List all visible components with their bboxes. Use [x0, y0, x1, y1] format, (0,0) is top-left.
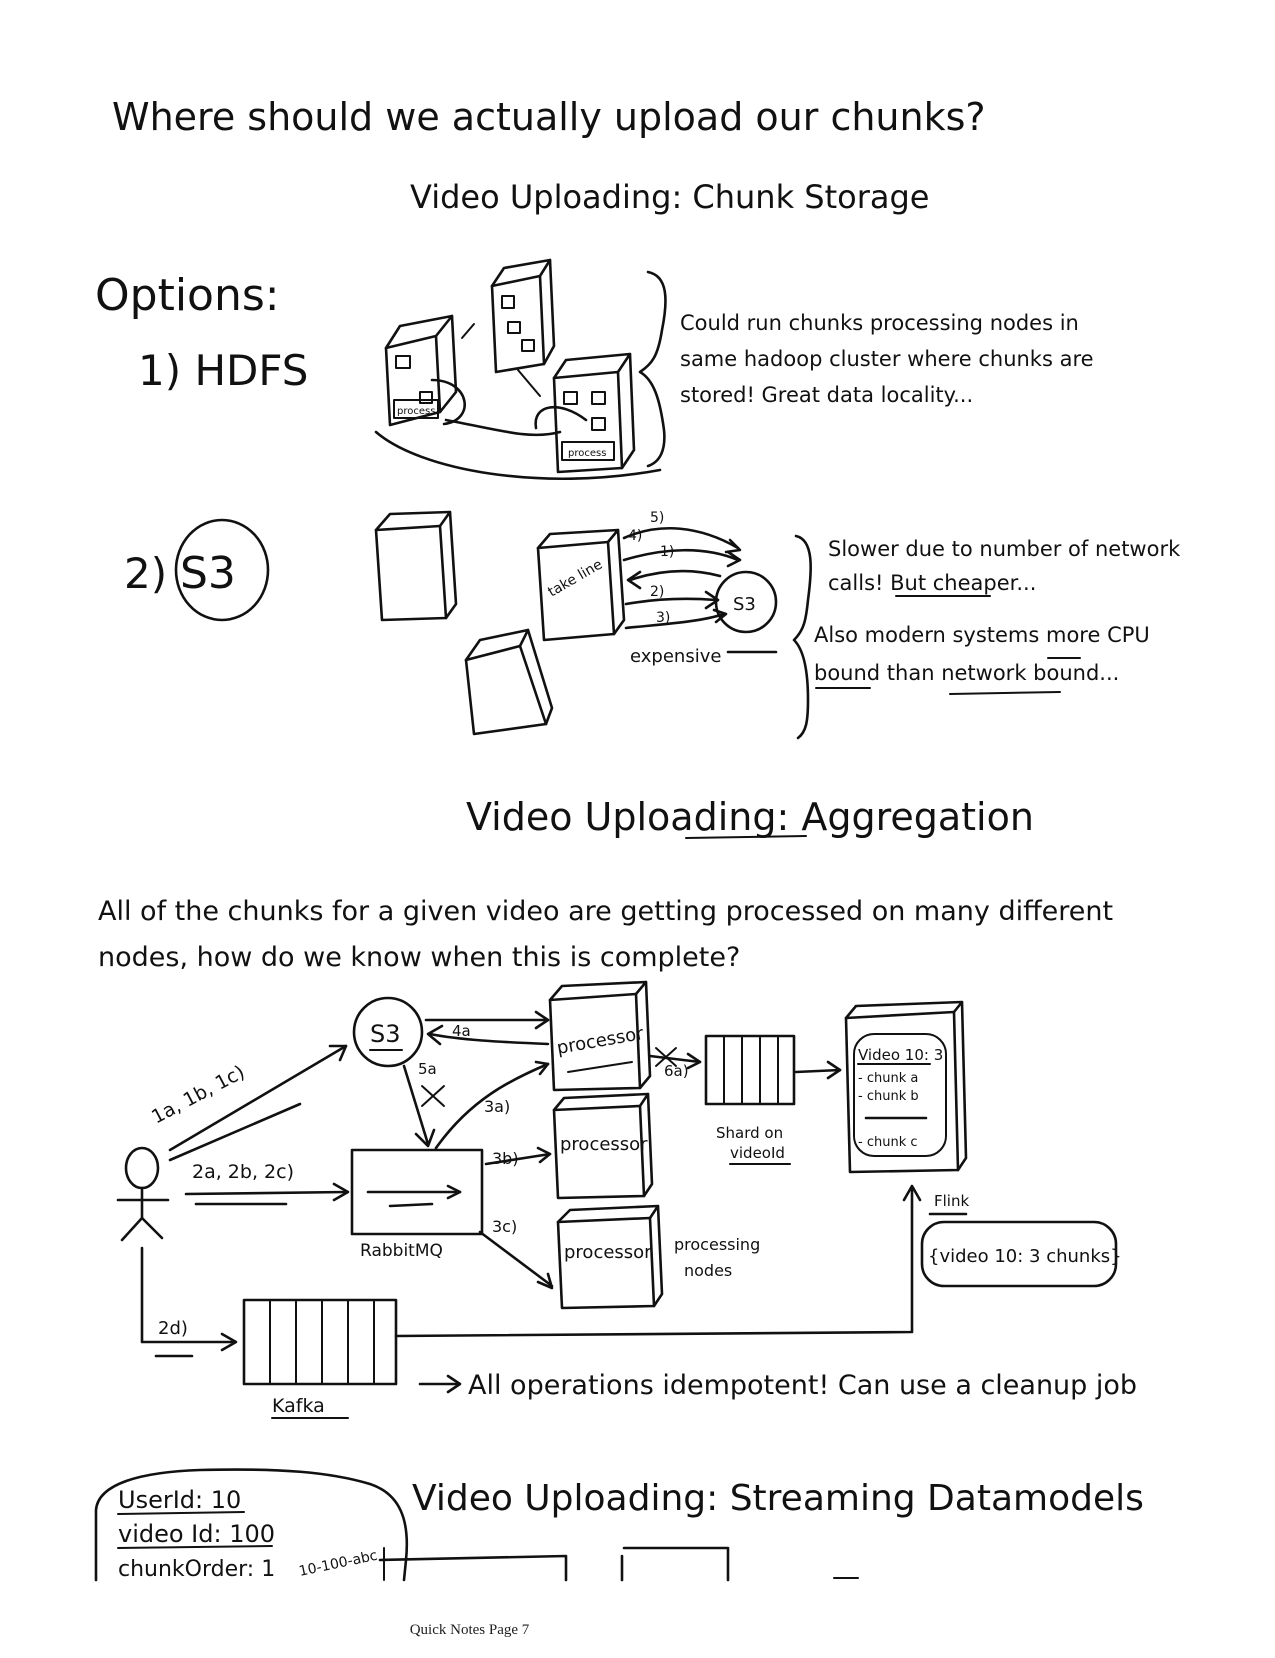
edge-label-s3-to-mq: 5a	[418, 1060, 437, 1078]
processing-nodes-label-2: nodes	[684, 1261, 732, 1280]
user-figure	[116, 1146, 170, 1242]
rabbitmq-label: RabbitMQ	[360, 1241, 443, 1261]
flink-input-label: {video 10: 3 chunks}	[928, 1246, 1122, 1267]
option-hdfs-label: 1) HDFS	[138, 346, 308, 395]
storage-section-title: Video Uploading: Chunk Storage	[410, 178, 929, 216]
kafka-queue	[242, 1298, 398, 1386]
record-line-chunkorder: chunkOrder: 1	[118, 1557, 275, 1582]
hdfs-node-right: process	[552, 352, 636, 474]
flink-label: Flink	[934, 1192, 969, 1210]
s3-step-2: 2)	[650, 584, 664, 600]
edge-label-processor-to-queue: 6a)	[664, 1062, 689, 1080]
question-heading: Where should we actually upload our chun…	[112, 95, 986, 139]
sharded-queue	[704, 1034, 796, 1106]
sharded-label-1: Shard on	[716, 1124, 783, 1142]
hdfs-left-process-label: process	[397, 406, 435, 417]
flink-state-line-4: - chunk c	[858, 1135, 918, 1150]
processor-node-1: processor	[548, 980, 652, 1092]
processor-1-label: processor	[555, 1023, 645, 1059]
option-s3-label: S3	[180, 548, 236, 599]
processor-3-label: processor	[564, 1242, 652, 1263]
s3-note-line-2: calls! But cheaper...	[828, 571, 1036, 595]
s3-option-diagram: take line S3 5) 4) 1) 2) 3) expensive	[374, 510, 812, 740]
flink-state-line-3: - chunk b	[858, 1089, 919, 1104]
options-label: Options:	[95, 270, 280, 321]
edge-label-user-to-kafka: 2d)	[158, 1318, 188, 1339]
s3-step-3: 3)	[656, 610, 670, 626]
processor-node-3: processor	[556, 1204, 664, 1310]
edge-label-mq-to-p1: 3a)	[484, 1097, 510, 1116]
s3-expensive-label: expensive	[630, 646, 721, 667]
s3-machine-label: take line	[545, 557, 605, 601]
edge-label-mq-to-p2: 3b)	[492, 1149, 519, 1168]
sharded-label-2: videoId	[730, 1144, 785, 1162]
record-line-videoid: video Id: 100	[118, 1520, 275, 1548]
processing-nodes-label-1: processing	[674, 1235, 760, 1254]
idempotent-note: All operations idempotent! Can use a cle…	[468, 1370, 1137, 1401]
edge-label-processor-to-s3: 4a	[452, 1022, 471, 1040]
s3-note: Slower due to number of network calls! B…	[814, 537, 1181, 695]
edge-label-mq-to-p3: 3c)	[492, 1217, 517, 1236]
hdfs-cluster-diagram: process process	[374, 258, 667, 481]
edge-label-user-to-s3: 1a, 1b, 1c)	[148, 1061, 248, 1128]
option-s3-number: 2)	[124, 549, 167, 598]
page-footer: Quick Notes Page 7	[0, 1622, 1275, 1639]
hdfs-node-left: process	[384, 314, 458, 427]
processor-node-2: processor	[552, 1092, 654, 1200]
s3-step-5: 5)	[650, 510, 664, 526]
flink-state-line-1: Video 10: 3	[858, 1046, 943, 1064]
chunk-record-bubble: UserId: 10 video Id: 100 chunkOrder: 1 1…	[94, 1468, 859, 1582]
aggregation-question-line-1: All of the chunks for a given video are …	[98, 896, 1113, 927]
s3-step-1: 1)	[660, 544, 674, 560]
flink-node: Video 10: 3 - chunk a - chunk b - chunk …	[844, 1000, 968, 1174]
s3-circle-label: S3	[733, 594, 756, 615]
s3-note-line-3: Also modern systems more CPU	[814, 623, 1150, 647]
hdfs-note-line-1: Could run chunks processing nodes in	[680, 311, 1079, 335]
s3-note-line-4: bound than network bound...	[814, 661, 1119, 685]
s3-note-line-1: Slower due to number of network	[828, 537, 1181, 561]
flink-state-line-2: - chunk a	[858, 1071, 918, 1086]
processor-2-label: processor	[560, 1134, 648, 1155]
s3-step-4: 4)	[628, 528, 642, 544]
hdfs-note-line-2: same hadoop cluster where chunks are	[680, 347, 1094, 371]
chunk-key-label: 10-100-abc	[298, 1548, 379, 1580]
kafka-label: Kafka	[272, 1395, 325, 1417]
streaming-section-title: Video Uploading: Streaming Datamodels	[412, 1478, 1144, 1519]
hdfs-right-process-label: process	[568, 448, 606, 459]
hdfs-note: Could run chunks processing nodes in sam…	[680, 311, 1094, 407]
aggregation-diagram: S3 1a, 1b, 1c) 2a, 2b, 2c) RabbitMQ proc…	[116, 980, 1137, 1419]
aggregation-section-title: Video Uploading: Aggregation	[466, 795, 1034, 839]
hdfs-node-top	[490, 258, 556, 374]
record-line-userid: UserId: 10	[118, 1486, 241, 1514]
footer-text: Quick Notes Page 7	[409, 1622, 530, 1638]
hdfs-note-line-3: stored! Great data locality...	[680, 383, 973, 407]
aggregation-s3-label: S3	[370, 1020, 401, 1048]
edge-label-user-to-mq: 2a, 2b, 2c)	[192, 1161, 294, 1183]
aggregation-question-line-2: nodes, how do we know when this is compl…	[98, 942, 740, 973]
